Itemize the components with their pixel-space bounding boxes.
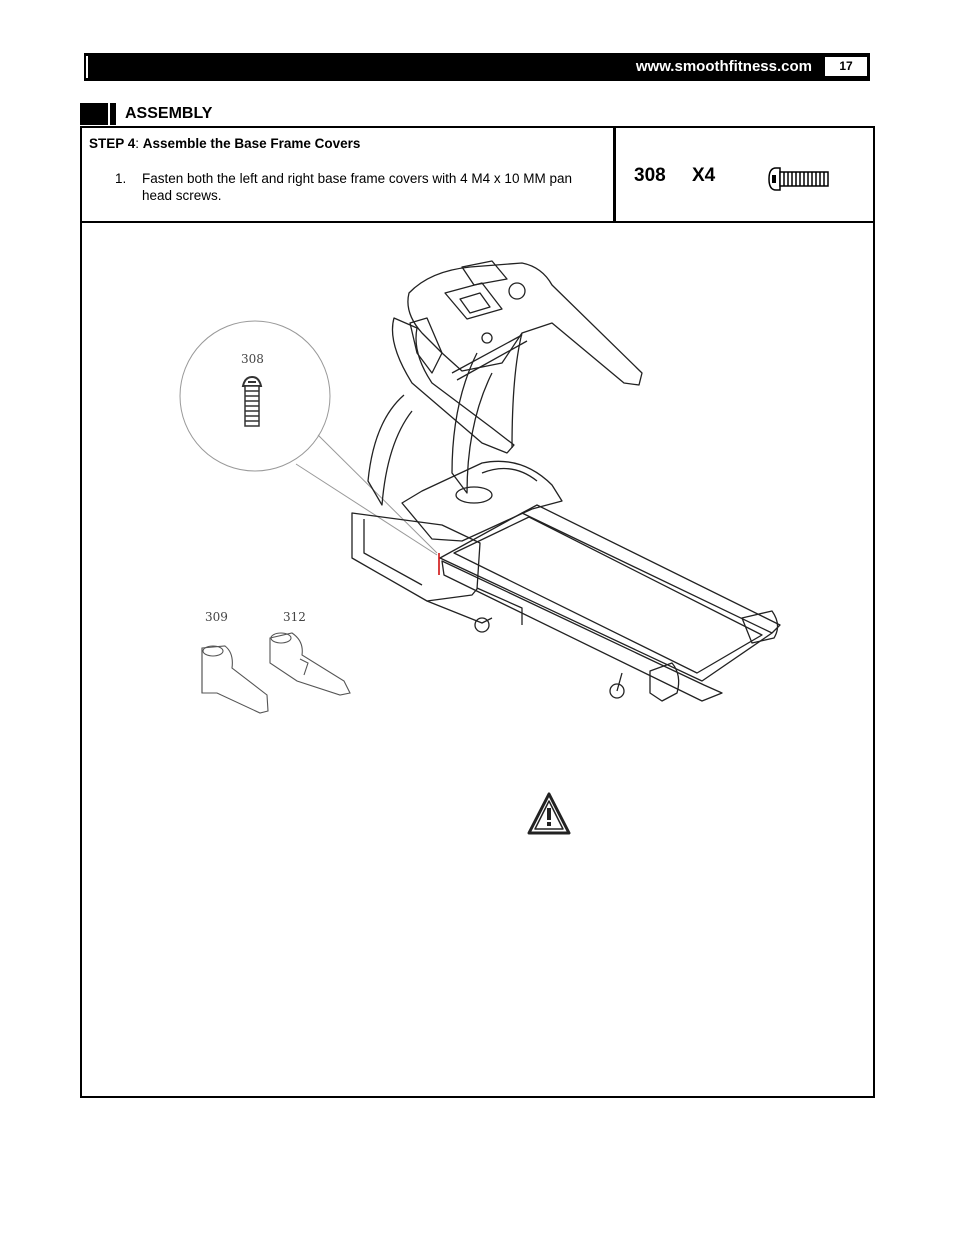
cover-right-part-label: 312	[283, 610, 306, 624]
pan-head-screw-icon	[768, 167, 829, 191]
header-bar-edge	[86, 56, 88, 78]
base-frame-cover-left	[201, 645, 269, 714]
screw-callout: 308	[179, 320, 438, 556]
callout-screw-icon	[241, 375, 263, 427]
step-separator: :	[135, 136, 143, 151]
part-quantity: X4	[692, 165, 716, 186]
warning-triangle-icon	[527, 792, 571, 835]
cover-left-part-label: 309	[205, 610, 228, 624]
treadmill-assembly-diagram: 308	[179, 260, 781, 714]
callout-part-label: 308	[241, 352, 264, 366]
header-bar: www.smoothfitness.com 17	[84, 53, 870, 81]
instruction-number: 1.	[115, 171, 127, 186]
frame-divider-vertical	[613, 128, 616, 221]
instruction-text: Fasten both the left and right base fram…	[142, 171, 572, 203]
page-number: 17	[824, 56, 868, 77]
step-title: Assemble the Base Frame Covers	[142, 136, 361, 151]
step-heading: STEP 4: Assemble the Base Frame Covers	[89, 136, 360, 151]
section-title: ASSEMBLY	[125, 105, 213, 122]
section-marker	[80, 103, 108, 125]
step-frame: STEP 4: Assemble the Base Frame Covers 1…	[80, 126, 875, 1098]
website-url[interactable]: www.smoothfitness.com	[635, 58, 812, 75]
base-frame-cover-right	[269, 632, 351, 696]
treadmill-drawing	[351, 260, 781, 702]
section-marker-bar	[110, 103, 116, 125]
frame-divider-horizontal	[82, 221, 873, 223]
part-number: 308	[634, 165, 666, 186]
step-label: STEP 4	[89, 136, 136, 151]
